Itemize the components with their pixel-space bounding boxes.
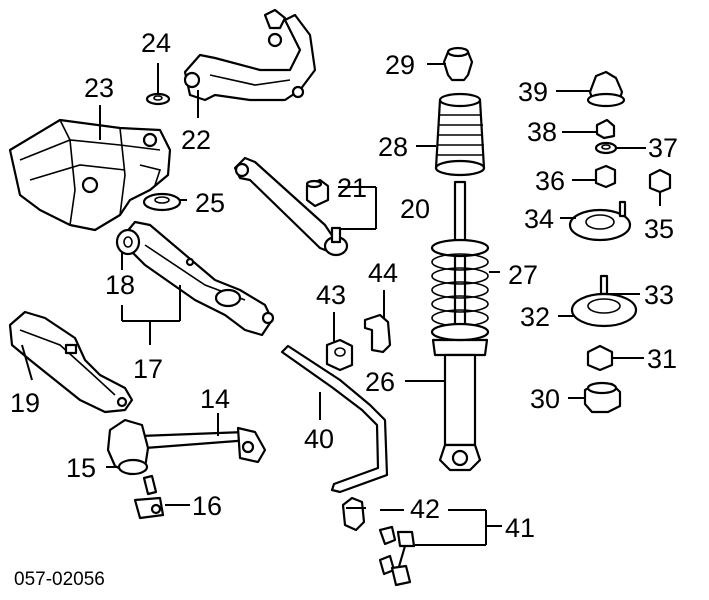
label-21: 21 [337, 173, 367, 203]
part-29-bump-stop [442, 46, 474, 82]
label-33: 33 [644, 280, 674, 310]
label-16: 16 [192, 491, 222, 521]
label-39: 39 [518, 77, 548, 107]
part-38-clip [595, 118, 616, 140]
callout-labels: 24 23 22 25 21 20 18 17 19 14 15 16 43 4… [10, 28, 678, 590]
label-32: 32 [520, 302, 550, 332]
leader-lines [21, 63, 661, 546]
label-29: 29 [385, 50, 415, 80]
label-30: 30 [530, 384, 560, 414]
part-36-nut [594, 164, 617, 189]
part-20-lateral-link [233, 156, 349, 257]
part-21-bushing [305, 178, 330, 208]
part-15-bushing [106, 418, 150, 476]
part-17-lower-arm [118, 220, 275, 337]
part-22-upper-arm [183, 8, 317, 102]
part-26-shock-absorber [431, 180, 489, 472]
part-41-stabilizer-link [378, 525, 416, 587]
part-30-bushing [583, 381, 622, 414]
label-15: 15 [66, 453, 96, 483]
label-42: 42 [410, 494, 440, 524]
part-18-bushing [115, 228, 141, 256]
label-37: 37 [648, 133, 678, 163]
label-25: 25 [195, 188, 225, 218]
label-34: 34 [524, 204, 554, 234]
label-36: 36 [535, 166, 565, 196]
part-28-dust-boot [434, 92, 486, 177]
part-33-stud [599, 274, 609, 296]
part-39-bump-cap [586, 70, 626, 108]
part-25-washer [142, 192, 182, 212]
part-37-washer [594, 141, 618, 155]
part-16-ball-joint [133, 474, 165, 520]
label-28: 28 [378, 132, 408, 162]
label-27: 27 [508, 260, 538, 290]
label-41: 41 [505, 513, 535, 543]
part-44-bracket [363, 313, 392, 354]
label-19: 19 [10, 388, 40, 418]
label-40: 40 [304, 424, 334, 454]
label-14: 14 [200, 384, 230, 414]
label-23: 23 [84, 73, 114, 103]
label-31: 31 [647, 344, 677, 374]
label-35: 35 [644, 214, 674, 244]
label-22: 22 [181, 125, 211, 155]
part-19-shield [8, 310, 134, 414]
part-24-washer [145, 92, 171, 106]
label-24: 24 [141, 28, 171, 58]
label-44: 44 [368, 258, 398, 288]
part-31-nut [586, 344, 614, 372]
label-38: 38 [527, 117, 557, 147]
label-43: 43 [316, 280, 346, 310]
label-17: 17 [133, 354, 163, 384]
part-14-trailing-link [138, 426, 267, 464]
part-23-crossmember [8, 118, 172, 232]
figure-code: 057-02056 [14, 569, 105, 590]
part-35-nut [648, 168, 672, 194]
part-34-upper-mount [568, 200, 632, 242]
label-26: 26 [365, 367, 395, 397]
part-32-spring-seat [570, 292, 638, 328]
part-40-stabilizer-bar [280, 344, 389, 494]
label-18: 18 [105, 270, 135, 300]
part-43-stabilizer-bushing [325, 338, 354, 372]
part-42-bushing [341, 496, 366, 532]
label-20: 20 [400, 194, 430, 224]
part-27-coil-spring [430, 238, 490, 342]
